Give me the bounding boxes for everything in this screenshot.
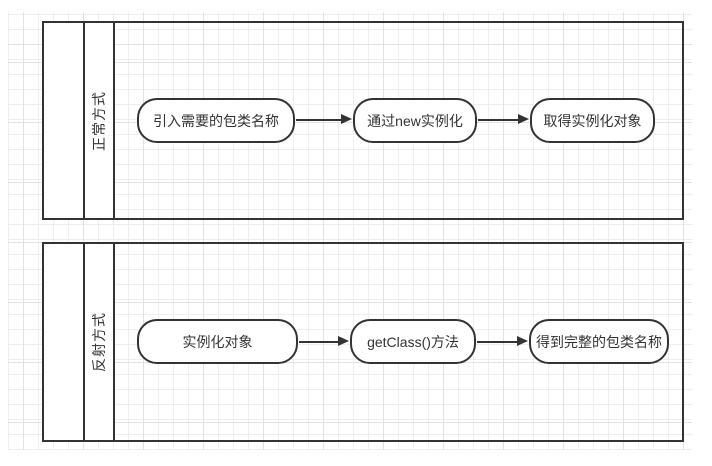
swimlane-reflection: 反射方式 实例化对象 getClass()方法 得到完整的包类名称 [42, 242, 684, 442]
arrow-connector [299, 336, 349, 346]
arrow-connector [296, 114, 352, 124]
grid-background [8, 12, 692, 450]
flow-node-label: 引入需要的包类名称 [153, 112, 279, 129]
swimlane-normal: 正常方式 引入需要的包类名称 通过new实例化 取得实例化对象 [42, 21, 684, 220]
arrowhead-icon [341, 114, 352, 124]
flow-node-instance-object: 实例化对象 [137, 319, 298, 364]
flow-node-full-package-name: 得到完整的包类名称 [529, 319, 669, 364]
lane-content-normal: 引入需要的包类名称 通过new实例化 取得实例化对象 [115, 23, 682, 218]
arrowhead-icon [338, 336, 349, 346]
flow-node-getclass-method: getClass()方法 [350, 319, 476, 364]
lane-title-label: 反射方式 [91, 312, 107, 372]
lane-title-reflection: 反射方式 [85, 244, 115, 440]
lane-title-normal: 正常方式 [85, 23, 115, 218]
flow-node-label: getClass()方法 [367, 333, 459, 350]
arrowhead-icon [518, 114, 529, 124]
lane-content-reflection: 实例化对象 getClass()方法 得到完整的包类名称 [115, 244, 682, 440]
arrow-connector [477, 336, 528, 346]
arrowhead-icon [517, 336, 528, 346]
arrow-connector [478, 114, 529, 124]
flow-node-get-instance: 取得实例化对象 [530, 98, 655, 143]
flow-node-new-instantiate: 通过new实例化 [353, 98, 477, 143]
pool-gutter [44, 244, 85, 440]
pool-gutter [44, 23, 85, 218]
flow-node-label: 取得实例化对象 [543, 112, 642, 129]
flow-node-label: 实例化对象 [182, 333, 253, 350]
flow-node-label: 得到完整的包类名称 [536, 333, 662, 350]
flow-node-import-package: 引入需要的包类名称 [137, 98, 295, 143]
flow-node-label: 通过new实例化 [367, 112, 463, 129]
lane-title-label: 正常方式 [91, 90, 107, 151]
